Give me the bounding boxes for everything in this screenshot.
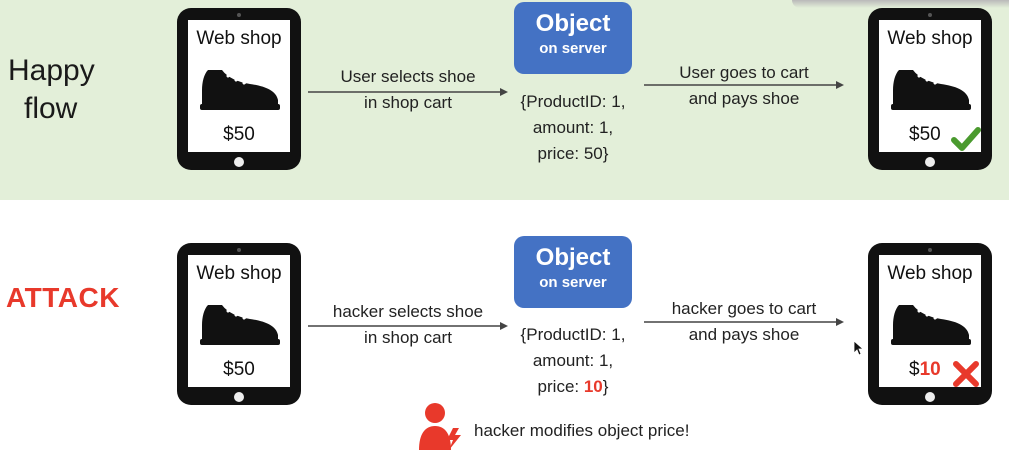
attack-arrow1-caption: hacker selects shoe in shop cart	[308, 299, 508, 351]
shoe-icon	[891, 68, 971, 110]
attack-right-tablet: Web shop $10	[868, 243, 992, 405]
tablet-screen: Web shop $50	[188, 20, 290, 152]
product-price: $50	[223, 359, 255, 380]
check-icon	[951, 127, 981, 151]
web-shop-title: Web shop	[887, 263, 973, 284]
object-title: Object	[535, 10, 611, 37]
happy-object-box: Object on server	[514, 2, 632, 74]
caption-line2: in shop cart	[364, 328, 452, 347]
price-key: price:	[537, 377, 584, 396]
object-subtitle: on server	[539, 274, 607, 291]
price-value-modified: 10	[919, 359, 941, 380]
attack-band	[0, 200, 1009, 464]
happy-right-tablet: Web shop $50	[868, 8, 992, 170]
product-price: $10	[909, 359, 941, 381]
shoe-icon	[200, 68, 280, 110]
mouse-cursor-icon	[853, 340, 863, 356]
attack-object-box: Object on server	[514, 236, 632, 308]
caption-line1: User selects shoe	[340, 67, 476, 86]
object-data-line1: {ProductID: 1,	[520, 325, 626, 344]
caption-line2: and pays shoe	[688, 89, 800, 108]
price-value-modified: 10	[583, 377, 603, 396]
object-subtitle: on server	[539, 40, 607, 57]
hacker-person-icon	[419, 403, 461, 450]
happy-flow-label: Happy flow	[8, 52, 108, 128]
happy-arrow2-caption: User goes to cart and pays shoe	[646, 60, 842, 112]
brace-close: }	[602, 377, 609, 396]
happy-object-data: {ProductID: 1, amount: 1, price: 50}	[503, 89, 643, 167]
tablet-screen: Web shop $50	[188, 255, 290, 387]
caption-line1: User goes to cart	[679, 63, 809, 82]
caption-line1: hacker selects shoe	[332, 302, 484, 321]
home-button-icon	[925, 392, 935, 402]
cross-icon	[953, 361, 979, 387]
web-shop-title: Web shop	[887, 28, 973, 49]
price-key: price:	[537, 144, 584, 163]
brace-close: }	[602, 144, 609, 163]
home-button-icon	[925, 157, 935, 167]
tablet-screen: Web shop $10	[879, 255, 981, 387]
happy-arrow1	[308, 86, 508, 98]
object-data-line3: price: 50}	[503, 141, 643, 167]
attack-arrow2-caption: hacker goes to cart and pays shoe	[642, 296, 846, 348]
object-data-line3: price: 10}	[503, 374, 643, 400]
window-shadow	[792, 0, 1009, 8]
currency-symbol: $	[909, 359, 920, 380]
product-price: $50	[223, 124, 255, 145]
happy-flow-band	[0, 0, 1009, 201]
attack-arrow2	[644, 316, 844, 328]
happy-left-tablet: Web shop $50	[177, 8, 301, 170]
caption-line1: hacker goes to cart	[671, 299, 817, 318]
object-data-line2: amount: 1,	[532, 351, 614, 370]
attack-arrow1	[308, 320, 508, 332]
product-price: $50	[909, 124, 941, 145]
shoe-icon	[200, 303, 280, 345]
home-button-icon	[234, 392, 244, 402]
caption-line2: and pays shoe	[688, 325, 800, 344]
happy-arrow2	[644, 79, 844, 91]
shoe-icon	[891, 303, 971, 345]
happy-label-line2: flow	[24, 92, 78, 125]
home-button-icon	[234, 157, 244, 167]
object-title: Object	[535, 244, 611, 271]
attack-object-data: {ProductID: 1, amount: 1, price: 10}	[503, 322, 643, 400]
web-shop-title: Web shop	[196, 263, 282, 284]
hacker-note: hacker modifies object price!	[474, 421, 690, 440]
happy-label-line1: Happy	[8, 54, 95, 87]
object-data-line1: {ProductID: 1,	[520, 92, 626, 111]
caption-line2: in shop cart	[364, 93, 452, 112]
happy-arrow1-caption: User selects shoe in shop cart	[310, 64, 506, 116]
object-data-line2: amount: 1,	[532, 118, 614, 137]
web-shop-title: Web shop	[196, 28, 282, 49]
price-value: 50	[583, 144, 603, 163]
tablet-screen: Web shop $50	[879, 20, 981, 152]
attack-left-tablet: Web shop $50	[177, 243, 301, 405]
attack-label: ATTACK	[6, 282, 120, 313]
